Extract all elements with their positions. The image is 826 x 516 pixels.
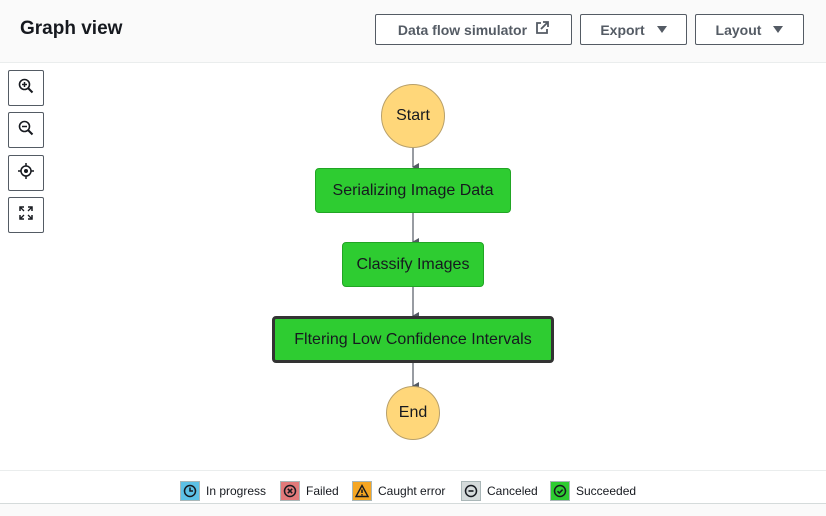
fit-screen-icon xyxy=(19,205,33,225)
export-button[interactable]: Export xyxy=(580,14,687,45)
zoom-out-icon xyxy=(18,120,34,141)
layout-button[interactable]: Layout xyxy=(695,14,804,45)
export-label: Export xyxy=(600,21,645,38)
legend-succeeded: Succeeded xyxy=(550,481,636,501)
page-title: Graph view xyxy=(20,18,123,39)
check-circle-icon xyxy=(550,481,570,501)
legend-label: Succeeded xyxy=(576,484,637,498)
legend-label: Canceled xyxy=(487,484,538,498)
external-link-icon xyxy=(535,21,549,38)
center-icon xyxy=(18,162,34,184)
graph-edges xyxy=(412,147,419,390)
caret-down-icon xyxy=(773,26,784,33)
zoom-in-icon xyxy=(18,78,34,99)
x-circle-icon xyxy=(280,481,300,501)
graph-view-header: Graph view Data flow simulator Export La… xyxy=(0,0,826,63)
legend-caught-error: Caught error xyxy=(352,481,445,501)
step-classify-images[interactable]: Classify Images xyxy=(342,242,484,287)
legend-failed: Failed xyxy=(280,481,339,501)
warning-icon xyxy=(352,481,372,501)
zoom-out-button[interactable] xyxy=(8,112,44,148)
graph-canvas[interactable]: Start Serializing Image Data Classify Im… xyxy=(0,63,826,470)
start-node[interactable]: Start xyxy=(381,84,445,148)
caret-down-icon xyxy=(656,26,667,33)
layout-label: Layout xyxy=(715,21,762,38)
center-button[interactable] xyxy=(8,155,44,191)
legend-label: Failed xyxy=(306,484,339,498)
legend-label: In progress xyxy=(206,484,267,498)
fit-screen-button[interactable] xyxy=(8,197,44,233)
data-flow-simulator-label: Data flow simulator xyxy=(397,21,528,38)
legend-label: Caught error xyxy=(378,484,446,498)
legend-in-progress: In progress xyxy=(180,481,266,501)
step-serializing-image-data[interactable]: Serializing Image Data xyxy=(315,168,511,213)
data-flow-simulator-button[interactable]: Data flow simulator xyxy=(375,14,572,45)
minus-circle-icon xyxy=(461,481,481,501)
legend-canceled: Canceled xyxy=(461,481,538,501)
end-node[interactable]: End xyxy=(386,386,440,440)
bottom-panel-edge xyxy=(0,503,826,516)
clock-icon xyxy=(180,481,200,501)
zoom-in-button[interactable] xyxy=(8,70,44,106)
step-filtering-low-confidence[interactable]: Fltering Low Confidence Intervals xyxy=(272,316,554,363)
